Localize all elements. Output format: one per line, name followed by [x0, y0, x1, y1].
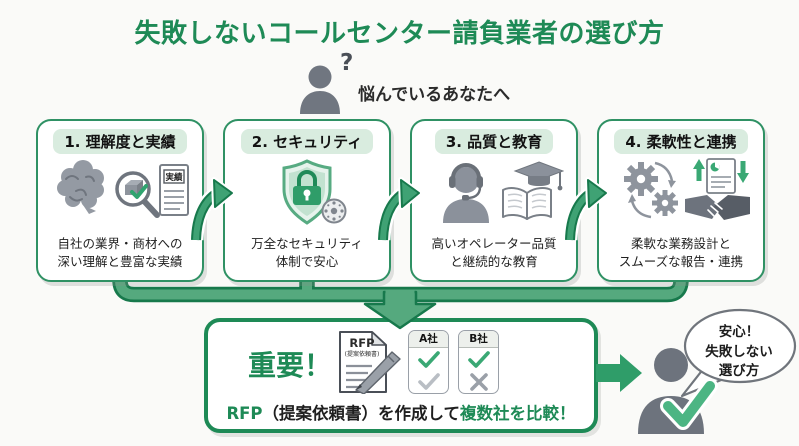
curved-arrow-1-icon — [188, 177, 235, 241]
svg-text:(提案依頼書): (提案依頼書) — [345, 350, 380, 358]
right-block-arrow-icon — [596, 354, 642, 392]
important-label: 重要！ — [248, 349, 333, 382]
page-title: 失敗しないコールセンター請負業者の選び方 — [134, 19, 665, 49]
card-security: 2. セキュリティ — [223, 119, 391, 282]
important-box: 重要！ RFP (提案依頼書) A社 B社 — [204, 318, 598, 433]
curved-arrow-2-icon — [375, 177, 422, 241]
company-b-marks — [459, 348, 498, 393]
cross-gray-icon — [469, 373, 488, 391]
card-2-caption: 万全なセキュリティ 体制で安心 — [251, 236, 363, 270]
card-3-caption: 高いオペレーター品質 と継続的な教育 — [431, 236, 557, 270]
check-gray-icon — [417, 373, 440, 390]
card-1-caption: 自社の業界・商材への 深い理解と豊富な実績 — [57, 236, 183, 270]
question-mark: ? — [340, 50, 354, 76]
bubble-text: 安心！ 失敗しない 選び方 — [705, 324, 773, 380]
card-1-heading: 1. 理解度と実績 — [53, 129, 187, 154]
company-b-card: B社 — [458, 330, 499, 394]
card-4-heading: 4. 柔軟性と連携 — [614, 129, 748, 154]
magnifier-box-check-icon — [115, 171, 160, 218]
open-book-icon — [502, 187, 552, 220]
card-understanding-results: 1. 理解度と実績 — [36, 119, 204, 282]
intro-group: ? 悩んでいるあなたへ — [296, 50, 556, 114]
combination-dial-icon — [321, 198, 347, 224]
gears-cycle-icon — [624, 161, 678, 219]
card-2-heading: 2. セキュリティ — [240, 129, 374, 154]
brain-icon — [57, 160, 104, 214]
result-check-icon — [660, 378, 718, 430]
handshake-report-icon — [685, 158, 750, 220]
company-a-name: A社 — [409, 331, 448, 348]
big-down-arrow-icon — [363, 290, 437, 330]
company-b-name: B社 — [459, 331, 498, 348]
card-4-caption: 柔軟な業務設計と スムーズな報告・連携 — [618, 236, 744, 270]
conclusion-rfp: RFP — [226, 404, 263, 423]
card-2-icons — [225, 157, 389, 235]
card-flexibility-cooperation: 4. 柔軟性と連携 — [597, 119, 765, 282]
track-record-document-icon: 実績 — [159, 164, 189, 216]
card-3-icons — [412, 157, 576, 235]
curved-arrow-3-icon — [562, 177, 609, 241]
conclusion-compare: 複数社を比較！ — [460, 404, 576, 423]
operator-headset-icon — [443, 163, 489, 223]
thinking-person-icon — [300, 65, 340, 114]
rfp-document-pen-icon: RFP (提案依頼書) — [339, 331, 401, 394]
svg-text:RFP: RFP — [349, 336, 374, 350]
company-a-marks — [409, 348, 448, 393]
check-green-icon — [467, 351, 490, 368]
card-4-icons — [599, 157, 763, 235]
intro-label: 悩んでいるあなたへ — [358, 85, 511, 105]
shield-lock-icon — [282, 159, 332, 225]
card-3-heading: 3. 品質と教育 — [434, 129, 554, 154]
company-a-card: A社 — [408, 330, 449, 394]
card-1-icons: 実績 — [38, 157, 202, 235]
check-green-icon — [417, 351, 440, 368]
card-quality-education: 3. 品質と教育 — [410, 119, 578, 282]
conclusion-middle: （提案依頼書）を作成して — [262, 404, 461, 423]
svg-text:実績: 実績 — [165, 172, 183, 183]
conclusion-text: RFP（提案依頼書）を作成して複数社を比較！ — [208, 400, 594, 424]
graduation-cap-icon — [513, 161, 565, 191]
